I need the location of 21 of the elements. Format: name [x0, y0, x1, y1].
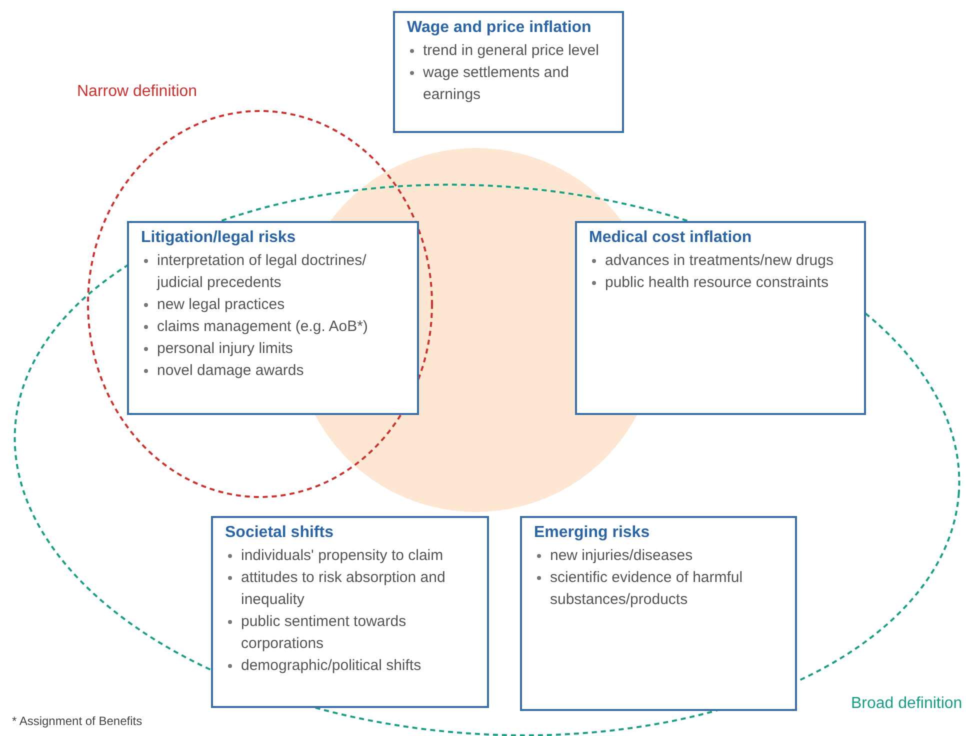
bullet-item: claims management (e.g. AoB*): [141, 316, 409, 338]
bullet-item: new legal practices: [141, 294, 409, 316]
bullet-item: individuals' propensity to claim: [225, 545, 479, 567]
bullet-item: personal injury limits: [141, 338, 409, 360]
footnote: * Assignment of Benefits: [12, 714, 142, 728]
bullet-item: trend in general price level: [407, 40, 614, 62]
bullet-item: advances in treatments/new drugs: [589, 250, 856, 272]
bullet-item: new injuries/diseases: [534, 545, 787, 567]
box-heading: Wage and price inflation: [407, 19, 592, 37]
box-heading: Societal shifts: [225, 524, 334, 542]
definition-label: Narrow definition: [77, 83, 198, 101]
definition-label: Broad definition: [851, 695, 962, 713]
box-heading: Litigation/legal risks: [141, 229, 297, 247]
box-heading: Emerging risks: [534, 524, 651, 542]
bullet-item: scientific evidence of harmful substances/products: [534, 567, 787, 611]
bullet-item: novel damage awards: [141, 360, 409, 382]
box-heading: Medical cost inflation: [589, 229, 753, 247]
bullet-item: wage settlements and earnings: [407, 62, 614, 106]
bullet-item: demographic/political shifts: [225, 655, 479, 677]
category-box: [393, 11, 624, 133]
bullet-item: public health resource constraints: [589, 272, 856, 294]
